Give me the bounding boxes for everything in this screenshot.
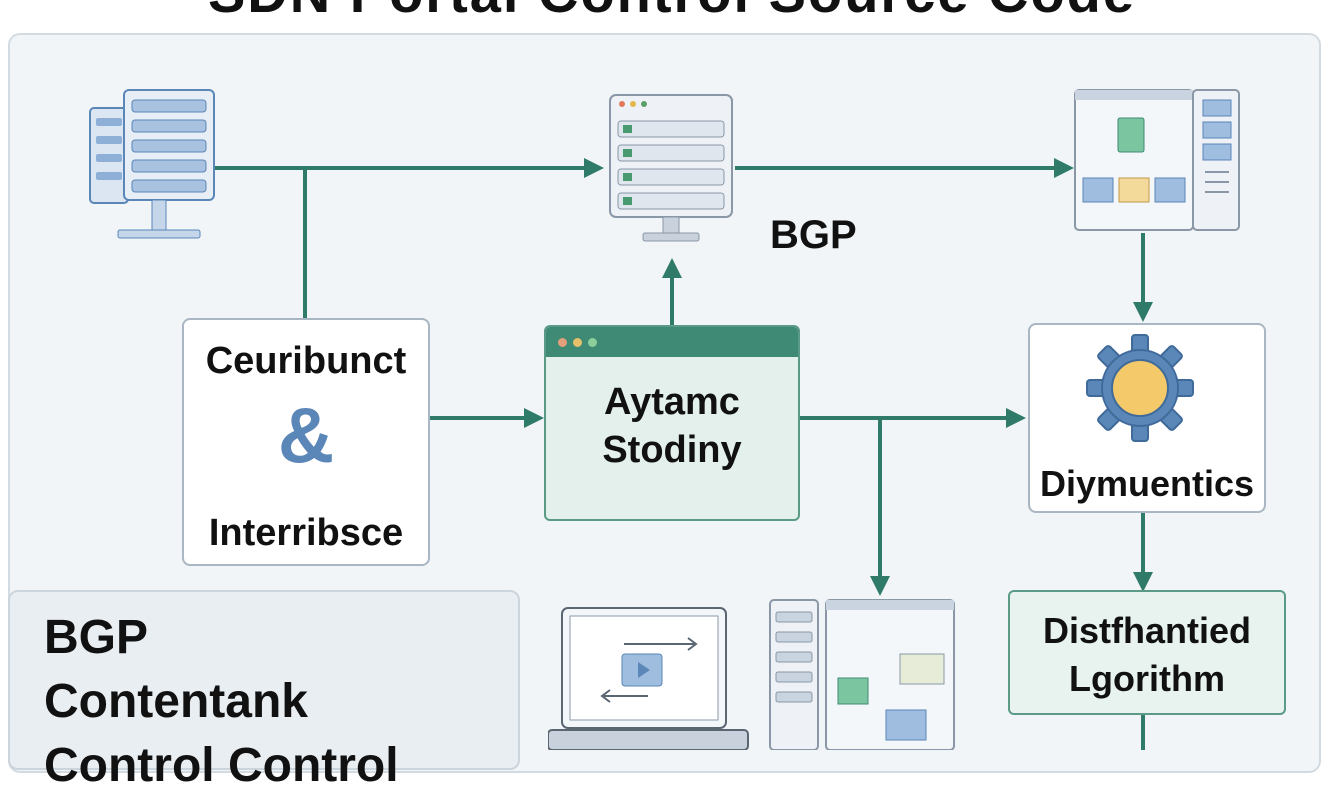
bgp-label: BGP [770,213,857,257]
server-dashboard-icon [768,598,958,751]
window-header [546,327,798,357]
server-monitor-icon [608,93,738,248]
algorithm-line2: Lgorithm [1069,658,1225,699]
info-box: BGP Contentank Control Control [8,590,520,792]
right-node-box[interactable]: Diymuentics [1028,323,1266,513]
info-line3: Control Control [44,739,399,792]
gear-icon [1085,333,1195,443]
right-node-label: Diymuentics [1039,463,1255,504]
center-node-line1: Aytamc [604,381,740,423]
algorithm-node-box[interactable]: Distfhantied Lgorithm [1008,590,1286,715]
window-dot-icon [573,338,582,347]
ampersand-icon: & [277,391,335,479]
diagram-title: SDN Portal Control Source Code [0,0,1344,20]
window-dot-icon [588,338,597,347]
left-node-line1: Ceuribunct [205,340,407,382]
window-dot-icon [558,338,567,347]
left-node-line2: Interribsce [208,512,404,554]
info-line2: Contentank [44,675,308,728]
server-rack-icon [88,88,218,243]
dashboard-window-icon [1073,88,1243,238]
center-node-line2: Stodiny [602,429,742,471]
center-node-box[interactable]: Aytamc Stodiny [544,325,800,521]
algorithm-line1: Distfhantied [1042,610,1251,651]
info-line1: BGP [44,611,149,664]
left-node-box[interactable]: Ceuribunct & Interribsce [182,318,430,566]
laptop-video-icon [547,606,758,751]
connector-layer [215,158,1153,750]
